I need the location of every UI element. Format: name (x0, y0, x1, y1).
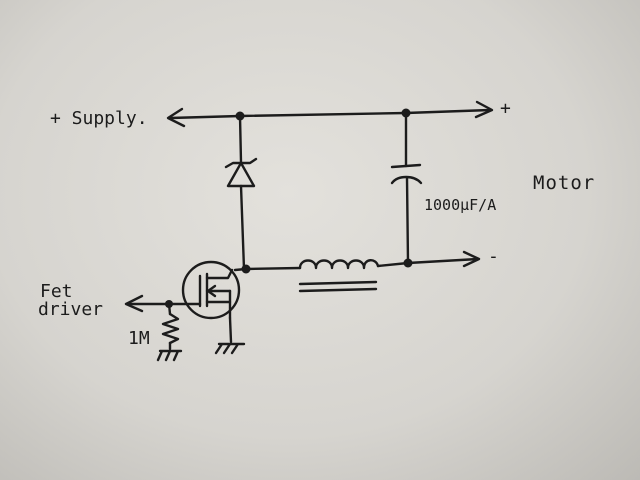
diode-wire-top (238, 114, 243, 164)
diode-triangle (226, 161, 256, 188)
inductor-core-2 (298, 287, 378, 293)
mosfet-drain-stub (205, 268, 234, 280)
capacitor-label: 1000µF/A (424, 196, 497, 214)
supply-arrow (166, 107, 186, 128)
resistor-wire-top (167, 302, 172, 316)
mosfet-ground-wire (228, 316, 233, 344)
resistor-ground-symbol (156, 349, 183, 362)
motor-minus-label: - (488, 246, 499, 267)
mosfet-ground-symbol (214, 342, 246, 355)
switch-node-wire (244, 266, 302, 271)
diode-wire-bottom (239, 184, 246, 271)
resistor-zigzag (161, 312, 180, 345)
capacitor-wire-bottom (405, 176, 410, 265)
supply-rail (168, 108, 492, 120)
fet-driver-label-line1: Fet (40, 281, 73, 302)
resistor-label: 1M (128, 328, 150, 349)
inductor-coil (298, 259, 380, 270)
inductor-core-1 (298, 280, 378, 286)
capacitor-plate-top (390, 163, 422, 169)
capacitor-plate-bottom (390, 175, 423, 185)
mosfet-drain-wire (233, 267, 248, 272)
fet-driver-label-line2: driver (38, 299, 104, 320)
mosfet-arrow (206, 284, 217, 298)
motor-minus-arrow (462, 250, 481, 268)
motor-plus-label: + (500, 98, 511, 119)
motor-label: Motor (533, 172, 596, 194)
supply-label: + Supply. (50, 108, 148, 129)
motor-plus-arrow (474, 100, 494, 119)
mosfet-body (181, 260, 241, 320)
fet-driver-arrow (124, 294, 144, 313)
motor-minus-wire (376, 257, 480, 268)
